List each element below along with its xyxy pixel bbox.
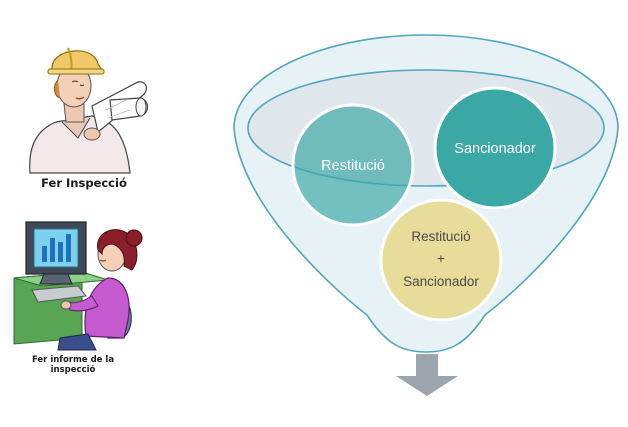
circle-combined: Restitució + Sancionador [379,198,503,322]
inspection-label: Fer Inspecció [41,176,127,190]
report-label-line1: Fer informe de la [31,355,115,365]
circle-combined-line1: Restitució [411,229,470,244]
inspector-icon [29,47,149,174]
report-label-line2: inspecció [50,365,96,375]
circle-restitucio: Restitució [291,103,415,227]
circle-sancionador: Sancionador [433,86,557,210]
circle-combined-line2: + [437,251,445,266]
report-icon [13,221,143,351]
circle-restitucio-label: Restitució [321,158,385,174]
circle-combined-line3: Sancionador [403,274,479,289]
report-label: Fer informe de la inspecció [18,355,128,375]
circle-sancionador-label: Sancionador [454,141,536,157]
down-arrow-icon [396,354,458,396]
